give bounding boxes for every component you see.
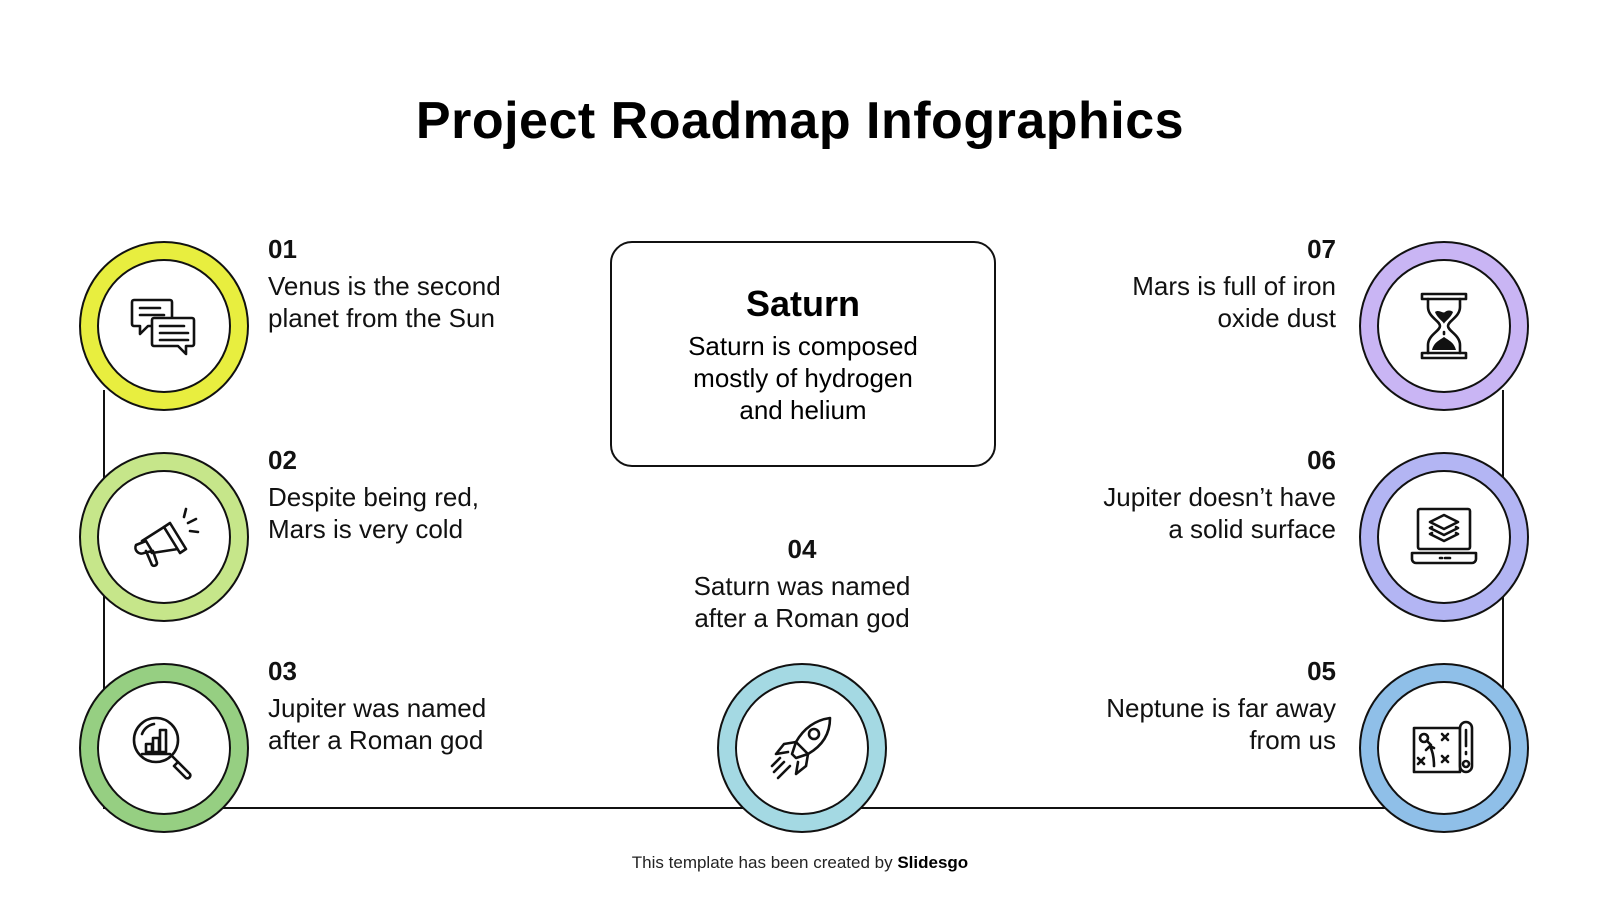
step-number: 02 xyxy=(268,445,297,475)
step-line: Venus is the second xyxy=(268,271,501,301)
step-number: 01 xyxy=(268,234,297,264)
center-box-line: mostly of hydrogen xyxy=(693,363,913,393)
center-box-line: and helium xyxy=(739,395,867,425)
step-line: after a Roman god xyxy=(694,603,910,633)
step-line: Despite being red, xyxy=(268,482,480,512)
step-02-text: 02 Despite being red, Mars is very cold xyxy=(268,443,479,545)
step-line: Neptune is far away xyxy=(1106,693,1336,723)
step-line: Mars is full of iron xyxy=(1132,271,1336,301)
step-07-text: 07 Mars is full of iron oxide dust xyxy=(1132,232,1336,334)
step-04-text: 04 Saturn was named after a Roman god xyxy=(640,532,964,634)
center-info-box: Saturn Saturn is composed mostly of hydr… xyxy=(610,241,996,467)
step-number: 06 xyxy=(1307,445,1336,475)
step-07-ring xyxy=(1359,241,1529,411)
step-number: 03 xyxy=(268,656,297,686)
strategy-map-icon xyxy=(1412,720,1474,774)
step-line: planet from the Sun xyxy=(268,303,495,333)
step-01-text: 01 Venus is the second planet from the S… xyxy=(268,232,501,334)
footer-prefix: This template has been created by xyxy=(631,853,898,872)
step-line: after a Roman god xyxy=(268,725,484,755)
step-line: Saturn was named xyxy=(693,571,911,601)
step-line: a solid surface xyxy=(1168,514,1336,544)
magnifier-chart-icon xyxy=(132,716,192,780)
step-06-text: 06 Jupiter doesn’t have a solid surface xyxy=(1103,443,1336,545)
step-02-ring xyxy=(79,452,249,622)
step-06-ring xyxy=(1359,452,1529,622)
chat-bubbles-icon xyxy=(130,298,196,356)
step-04-ring xyxy=(717,663,887,833)
laptop-layers-icon xyxy=(1410,507,1478,565)
page-title: Project Roadmap Infographics xyxy=(415,92,1185,150)
step-line: Jupiter was named xyxy=(268,693,487,723)
footer-credit: This template has been created by Slides… xyxy=(0,853,1600,873)
step-03-text: 03 Jupiter was named after a Roman god xyxy=(268,654,486,756)
step-01-ring xyxy=(79,241,249,411)
center-box-line: Saturn is composed xyxy=(688,331,918,361)
center-box-title: Saturn xyxy=(745,283,860,324)
step-number: 07 xyxy=(1307,234,1336,264)
step-03-ring xyxy=(79,663,249,833)
step-line: Jupiter doesn’t have xyxy=(1103,482,1336,512)
step-05-text: 05 Neptune is far away from us xyxy=(1106,654,1336,756)
footer-brand-link[interactable]: Slidesgo xyxy=(897,853,969,872)
step-05-ring xyxy=(1359,663,1529,833)
step-number: 04 xyxy=(787,534,817,564)
step-number: 05 xyxy=(1307,656,1336,686)
step-line: from us xyxy=(1249,725,1336,755)
step-line: oxide dust xyxy=(1217,303,1336,333)
step-line: Mars is very cold xyxy=(268,514,464,544)
center-box-description: Saturn is composed mostly of hydrogen an… xyxy=(688,330,918,426)
megaphone-icon xyxy=(134,507,200,568)
rocket-icon xyxy=(770,716,832,780)
hourglass-icon xyxy=(1420,292,1468,360)
